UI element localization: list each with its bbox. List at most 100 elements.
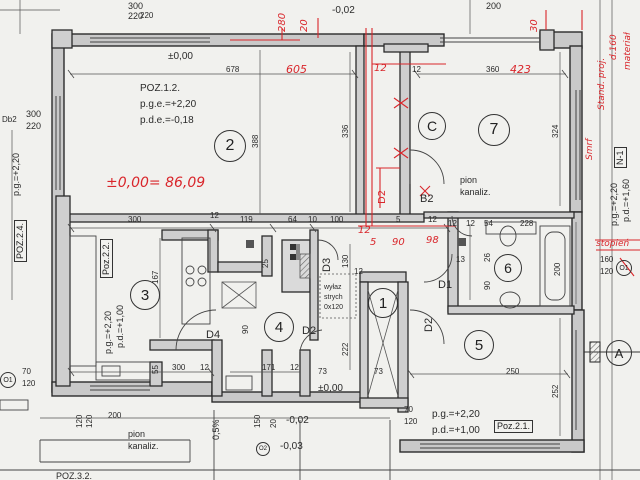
axis-a-label: A (614, 345, 624, 361)
dimension-ticks (67, 69, 571, 379)
wylaz-label-1: wyłaz (324, 284, 342, 291)
room-3-label: 3 (140, 286, 150, 304)
door-b2: B2 (420, 193, 434, 205)
red-605: 605 (286, 63, 307, 76)
dim-200b: 200 (108, 411, 122, 420)
dim-336: 336 (341, 124, 350, 138)
level-minus002: -0,02 (286, 415, 309, 426)
room-number-3: 3 (130, 280, 160, 310)
hatch-box (221, 253, 357, 319)
red-markup (230, 10, 640, 277)
poz-2-4-label: POZ.2.4. (14, 219, 27, 262)
red-note-c: stopień (596, 239, 630, 249)
dim-10: 10 (308, 215, 317, 224)
pde-label: p.d.e.=-0,18 (140, 115, 194, 126)
dim-12d: 12 (466, 219, 475, 228)
room-number-6: 6 (494, 254, 522, 282)
poz-3-2-label: POZ.3.2. (56, 471, 93, 480)
dim-120a: 120 (22, 379, 36, 388)
room-c-label: C (426, 118, 438, 134)
dim-20: 20 (269, 419, 278, 428)
dim-200: 200 (553, 262, 562, 276)
red-20: 20 (299, 19, 310, 32)
pge-label: p.g.e.=+2,20 (140, 99, 197, 110)
axis-o1-marker-right: O1 (616, 260, 632, 276)
red-note-1: Smrf (585, 138, 595, 160)
pg-right-label: p.g.=+2,20 (432, 409, 480, 420)
dim-left-300: 300 (26, 109, 42, 119)
pg-far-right-label: p.g.=+2,20 (609, 182, 619, 226)
dim-120b: 120 (75, 414, 84, 428)
dim-73a: 73 (374, 367, 383, 376)
dim-12a: 12 (412, 65, 421, 74)
door-d1: D1 (438, 279, 453, 291)
red-note-2: Stand. proj. (597, 57, 607, 110)
kanaliz-label-2: kanaliz. (128, 441, 159, 451)
pd-left-label: p.d.=+1,00 (115, 304, 125, 348)
room-2-label: 2 (225, 137, 235, 154)
room-4-label: 4 (274, 318, 284, 336)
dim-12g: 12 (200, 363, 209, 372)
dim-70: 70 (22, 367, 31, 376)
dim-167: 167 (151, 270, 160, 284)
axis-o2-label: O2 (258, 446, 267, 452)
door-d2-red: D2 (377, 189, 388, 204)
dim-top-300: 300 (128, 1, 144, 11)
pg-side-label: p.g.=+2,20 (11, 152, 21, 196)
room-6-label: 6 (504, 260, 512, 276)
room-1-label: 1 (378, 294, 388, 312)
room-number-5: 5 (464, 330, 494, 360)
level-minus003: -0,03 (280, 441, 303, 452)
dim-73b: 73 (318, 367, 327, 376)
dim-160: 160 (600, 255, 614, 264)
dim-13: 13 (456, 255, 465, 264)
axis-a-marker: A (606, 340, 632, 366)
dim-324: 324 (551, 124, 560, 138)
windows (55, 37, 581, 449)
axis-o1-marker-left: O1 (0, 372, 16, 388)
level-lower: ±0,00 (318, 383, 343, 394)
room-7-label: 7 (489, 121, 499, 138)
pd-right-label: p.d.=+1,00 (432, 425, 480, 436)
dim-388: 388 (251, 134, 260, 148)
room-5-label: 5 (474, 336, 484, 354)
room-number-2: 2 (214, 130, 246, 162)
dim-171: 171 (262, 363, 276, 372)
wylaz-label-3: 0x120 (324, 304, 344, 311)
level-main: ±0,00 (168, 51, 193, 62)
dim-90b: 90 (483, 281, 492, 290)
dim-top-220: 220 (128, 11, 144, 21)
axis-o1-label-left: O1 (3, 376, 13, 384)
pd-far-right-label: p.d.=+1,60 (621, 178, 631, 222)
slope-label: 0,5% (211, 419, 221, 440)
red-12-top: 12 (374, 63, 387, 74)
dim-55: 55 (151, 365, 160, 374)
level-top-minus002: -0,02 (332, 5, 355, 16)
red-note-b: d.160 (609, 34, 619, 60)
red-423: 423 (510, 63, 531, 76)
chimney-block (246, 238, 466, 260)
dim-220r: 220 (140, 11, 154, 20)
dim-25: 25 (261, 259, 270, 268)
room-number-1: 1 (368, 288, 398, 318)
dim-12h: 12 (290, 363, 299, 372)
poz-2-2-label: Poz.2.2. (100, 238, 113, 278)
dim-54: 54 (484, 219, 493, 228)
dim-90a: 90 (241, 325, 250, 334)
wylaz-label-2: strych (324, 294, 343, 301)
axis-o2-marker: O2 (256, 442, 270, 456)
dim-300b: 300 (128, 215, 142, 224)
lower-area (0, 399, 640, 480)
dim-120c: 120 (85, 414, 94, 428)
dim-26: 26 (483, 253, 492, 262)
dim-left-220: 220 (26, 121, 42, 131)
red-30: 30 (529, 19, 540, 32)
dim-678: 678 (226, 65, 240, 74)
dim-228: 228 (520, 219, 534, 228)
bathroom-fixtures (225, 221, 571, 391)
dbl2-label: Db2 (2, 115, 17, 124)
interior-walls (51, 29, 575, 413)
room-number-c: C (418, 112, 446, 140)
dim-12f: 12 (354, 267, 363, 276)
